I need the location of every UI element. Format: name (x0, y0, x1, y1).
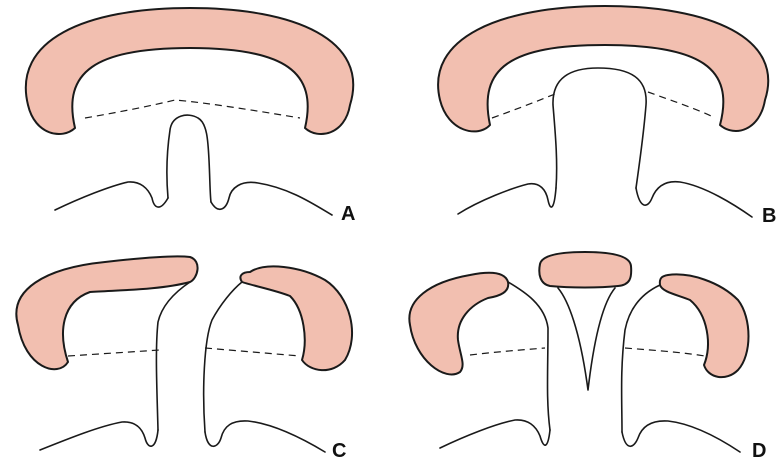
panel-label: C (332, 440, 346, 457)
right-palatal-shelf (240, 266, 352, 370)
right-floor-outline (205, 421, 325, 452)
midline-seam (558, 288, 615, 390)
nasal-septum (553, 68, 646, 188)
right-palatal-shelf-outline (636, 182, 752, 217)
nasal-septum-cap (539, 252, 631, 288)
left-palatal-shelf-outline (458, 184, 556, 214)
left-dashed-line (470, 348, 545, 355)
nasal-septum (167, 115, 211, 202)
panel-label: D (752, 440, 766, 457)
left-floor-outline (440, 420, 550, 448)
right-dashed-line (625, 348, 705, 356)
left-palatal-shelf (16, 256, 197, 369)
panel-d: D (409, 252, 766, 457)
panel-b: B (438, 6, 776, 227)
right-palatal-shelf (660, 274, 749, 377)
panel-a: A (26, 8, 356, 225)
left-vertical-process (156, 282, 190, 430)
left-palatal-shelf (409, 273, 508, 375)
left-palatal-process (508, 282, 550, 430)
right-palatal-shelf-outline (211, 182, 332, 215)
left-floor-outline (40, 422, 158, 450)
right-palatal-process (622, 285, 660, 432)
panel-label: B (762, 205, 776, 227)
right-vertical-process (204, 282, 242, 432)
right-floor-outline (622, 421, 740, 452)
left-dashed-line (68, 350, 160, 356)
right-dashed-line (205, 348, 300, 356)
midline-dashed-line (492, 92, 715, 118)
panel-label: A (341, 203, 355, 225)
panel-c: C (16, 256, 352, 457)
left-palatal-shelf-outline (55, 182, 168, 210)
